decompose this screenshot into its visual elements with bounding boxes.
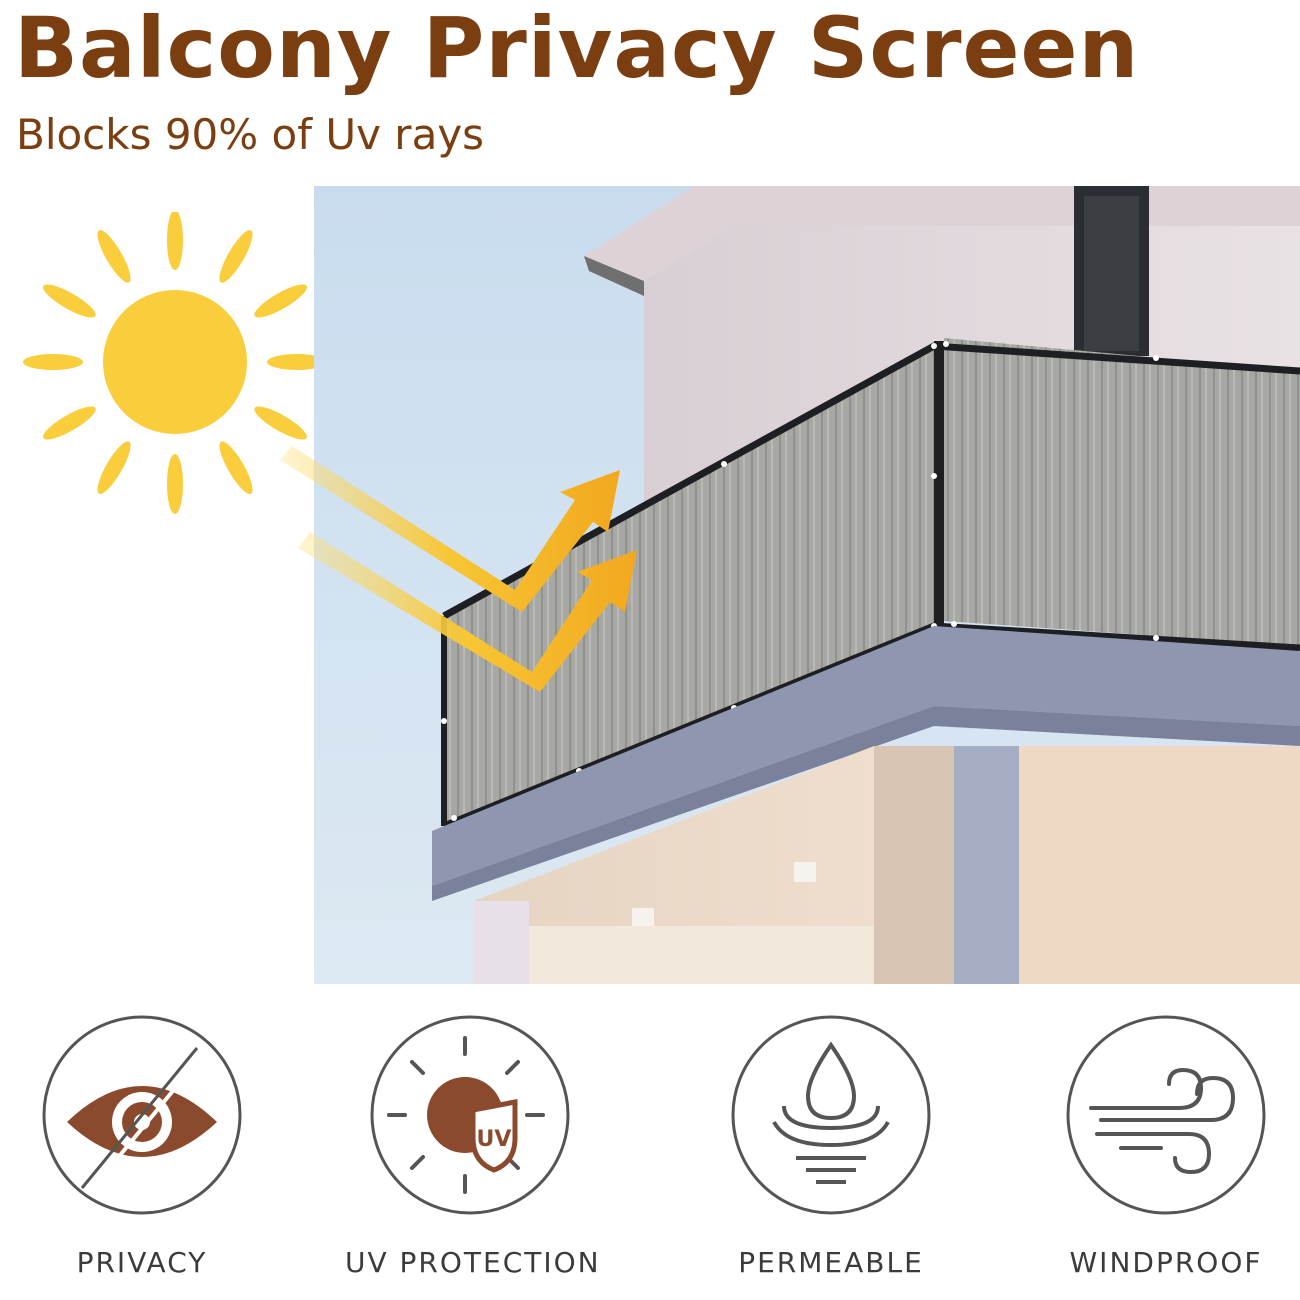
- uv-reflection-arrows: [280, 446, 637, 692]
- feature-privacy-label: PRIVACY: [76, 1246, 208, 1279]
- feature-windproof: WINDPROOF: [1041, 1010, 1291, 1300]
- page-title: Balcony Privacy Screen: [14, 0, 1140, 97]
- features-row: PRIVACY UV UV PROTECTION: [0, 1010, 1300, 1300]
- balcony-photo: [314, 186, 1300, 984]
- feature-privacy: PRIVACY: [17, 1010, 267, 1300]
- feature-permeable: PERMEABLE: [706, 1010, 956, 1300]
- page-subtitle: Blocks 90% of Uv rays: [16, 110, 485, 159]
- feature-uv-protection-label: UV PROTECTION: [345, 1246, 601, 1279]
- eye-slash-icon: [42, 1015, 242, 1215]
- feature-uv-protection: UV UV PROTECTION: [345, 1010, 601, 1300]
- wind-icon: [1066, 1015, 1266, 1215]
- feature-windproof-label: WINDPROOF: [1069, 1246, 1263, 1279]
- sun-icon: [23, 212, 327, 514]
- feature-permeable-label: PERMEABLE: [738, 1246, 924, 1279]
- uv-sun-icon: UV: [370, 1015, 570, 1215]
- water-drop-icon: [731, 1015, 931, 1215]
- uv-badge-text: UV: [477, 1127, 512, 1152]
